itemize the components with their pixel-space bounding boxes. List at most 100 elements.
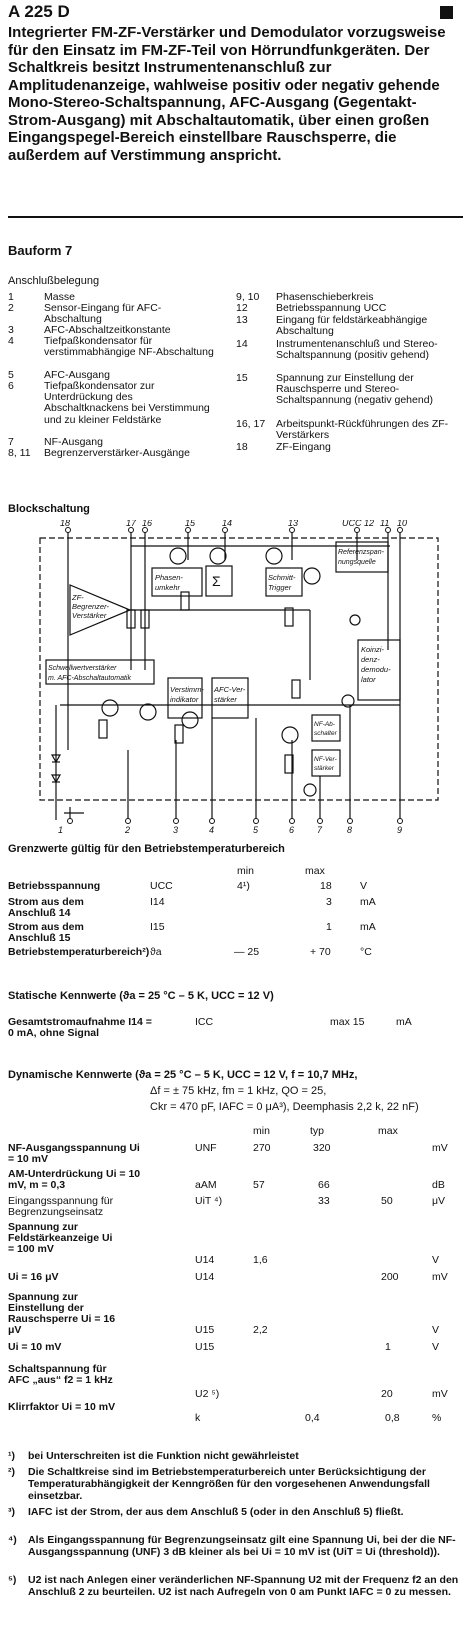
divider xyxy=(8,216,463,218)
block-afc xyxy=(211,677,249,719)
dyn-unit: % xyxy=(432,1412,442,1424)
grenz-label: Strom aus dem Anschluß 14 xyxy=(8,896,84,919)
block-label: stärker xyxy=(314,765,335,772)
block-koinzidenz xyxy=(357,639,401,701)
grenz-heading: Grenzwerte gültig für den Betriebstemper… xyxy=(8,843,285,855)
block-label: Verstärker xyxy=(72,611,107,620)
pin-label-top: 15 xyxy=(185,520,196,528)
dyn-unit: V xyxy=(432,1324,440,1336)
dyn-label: Klirrfaktor Ui = 10 mV xyxy=(8,1401,116,1413)
block-label: Schwellwertverstärker xyxy=(48,665,117,672)
block-schwellwert xyxy=(45,659,155,685)
grenz-sym: I15 xyxy=(150,921,165,933)
dyn-typ: 0,4 xyxy=(305,1412,320,1424)
grenz-unit: V xyxy=(360,880,368,892)
dyn-sym: U14 xyxy=(195,1271,215,1283)
block-label: NF-Ver- xyxy=(314,756,338,763)
block-label: AFC-Ver- xyxy=(213,685,246,694)
block-label: lator xyxy=(361,675,376,684)
dyn-label: AM-Unterdrückung Ui = 10 mV, m = 0,3 xyxy=(8,1168,141,1191)
pin-label-bottom: 2 xyxy=(124,825,130,835)
block-verstimm xyxy=(167,677,203,719)
grenz-min: 4¹) xyxy=(237,880,250,892)
col-header: min xyxy=(253,1125,270,1137)
page-title: A 225 D xyxy=(8,2,70,21)
block-label: Verstimm- xyxy=(170,685,204,694)
dyn-min: 1,6 xyxy=(253,1254,268,1266)
pin-label-bottom: 1 xyxy=(58,825,63,835)
pin-label-top: 14 xyxy=(222,520,232,528)
block-nf-abschalter xyxy=(311,714,341,742)
dyn-min: 57 xyxy=(253,1179,265,1191)
dyn-typ: 320 xyxy=(313,1142,331,1154)
statisch-sym: ICC xyxy=(195,1016,214,1028)
grenz-label: Betriebstemperaturbereich²) xyxy=(8,946,150,958)
dyn-label: NF-Ausgangsspannung Ui = 10 mV xyxy=(8,1142,140,1165)
pin-label-bottom: 6 xyxy=(289,825,294,835)
grenz-max: 1 xyxy=(326,921,332,933)
dyn-unit: μV xyxy=(432,1195,446,1207)
dyn-sym: UNF xyxy=(195,1142,217,1154)
block-label: NF-Ab- xyxy=(314,721,336,728)
dyn-max: 50 xyxy=(381,1195,393,1207)
dyn-unit: V xyxy=(432,1341,440,1353)
block-label: Referenzspan- xyxy=(338,549,385,556)
pin-label-bottom: 7 xyxy=(317,825,323,835)
block-label: umkehr xyxy=(155,583,181,592)
dyn-max: 0,8 xyxy=(385,1412,400,1424)
pins-heading: Anschlußbelegung xyxy=(8,275,100,287)
grenz-max: 3 xyxy=(326,896,332,908)
dyn-unit: mV xyxy=(432,1142,448,1154)
pin-label-top: 18 xyxy=(60,520,70,528)
block-referenz xyxy=(335,541,389,573)
pin-label-bottom: 4 xyxy=(209,825,214,835)
block-label: nungsquelle xyxy=(338,559,376,566)
statisch-heading: Statische Kennwerte (ϑa = 25 °C – 5 K, U… xyxy=(8,990,274,1002)
bauform-label: Bauform 7 xyxy=(8,243,73,258)
dyn-label: Ui = 16 μV xyxy=(8,1271,59,1283)
dyn-label: Spannung zur Einstellung der Rauschsperr… xyxy=(8,1291,116,1336)
col-header: max xyxy=(378,1125,398,1137)
block-label: Trigger xyxy=(268,583,292,592)
grenz-sym: UCC xyxy=(150,880,173,892)
block-label: stärker xyxy=(214,695,237,704)
block-label: Begrenzer- xyxy=(72,602,109,611)
dyn-sym: U15 xyxy=(195,1341,215,1353)
dyn-heading: Dynamische Kennwerte (ϑa = 25 °C – 5 K, … xyxy=(8,1069,358,1081)
zf-amplifier-triangle xyxy=(69,584,132,636)
grenz-unit: mA xyxy=(360,921,376,933)
dyn-sym: U15 xyxy=(195,1324,215,1336)
block-label: demodu- xyxy=(361,665,391,674)
col-header: max xyxy=(305,865,325,877)
pin-label-top: UCC 12 xyxy=(342,520,374,528)
block-label: Σ xyxy=(212,573,221,589)
pin-label-top: 11 xyxy=(380,520,389,528)
pin-label-bottom: 8 xyxy=(347,825,352,835)
pin-label-top: 16 xyxy=(142,520,152,528)
dyn-unit: mV xyxy=(432,1388,448,1400)
dyn-max: 20 xyxy=(381,1388,393,1400)
grenz-unit: °C xyxy=(360,946,372,958)
dyn-sym: U14 xyxy=(195,1254,215,1266)
statisch-unit: mA xyxy=(396,1016,412,1028)
dyn-max: 200 xyxy=(381,1271,399,1283)
block-label: Schmitt- xyxy=(268,573,296,582)
block-label: Phasen- xyxy=(155,573,183,582)
block-label: denz- xyxy=(361,655,380,664)
dyn-label: Spannung zur Feldstärkeanzeige Ui = 100 … xyxy=(8,1221,113,1255)
dyn-unit: V xyxy=(432,1254,440,1266)
block-nf-verstaerker xyxy=(311,749,341,777)
grenz-max: + 70 xyxy=(310,946,331,958)
diagram-heading: Blockschaltung xyxy=(8,503,90,515)
block-sum xyxy=(205,565,233,597)
pin-label-top: 17 xyxy=(126,520,137,528)
dyn-sym: k xyxy=(195,1412,201,1424)
block-label: m. AFC-Abschaltautomatik xyxy=(48,675,131,682)
dyn-sym: UiT ⁴) xyxy=(195,1195,223,1207)
dyn-min: 270 xyxy=(253,1142,271,1154)
dyn-cond: Ckr = 470 pF, IAFC = 0 μA³), Deemphasis … xyxy=(150,1101,419,1113)
block-label: ZF- xyxy=(71,593,84,602)
dyn-unit: dB xyxy=(432,1179,445,1191)
